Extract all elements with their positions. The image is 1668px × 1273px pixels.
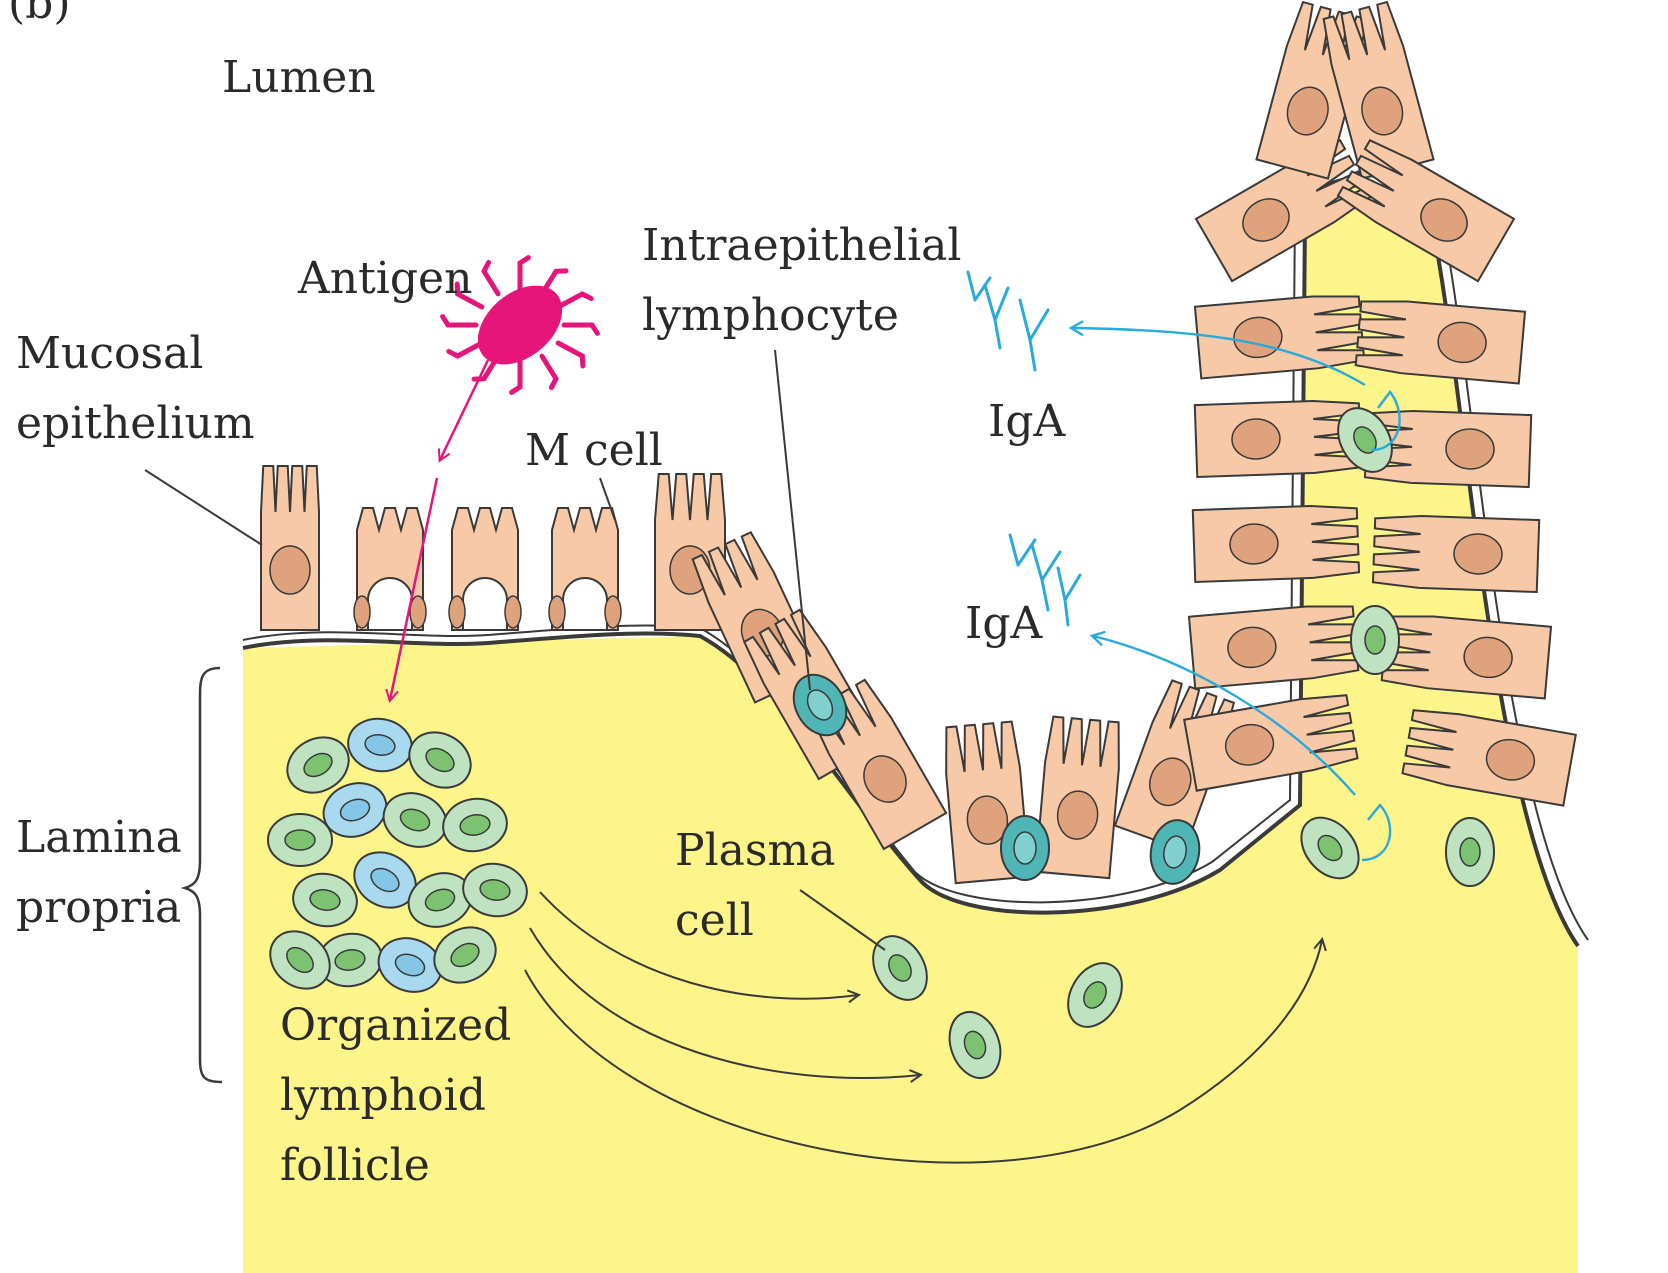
lumen-label: Lumen (222, 52, 376, 103)
intraepithelial-label-line1: Intraepithelial (642, 220, 961, 271)
iga-antibody-icon-upper (968, 272, 1048, 370)
iga-label-upper: IgA (988, 396, 1067, 447)
mucosal-label-line2: epithelium (16, 398, 255, 449)
lamina-propria-brace (185, 668, 222, 1082)
iga-label-lower: IgA (965, 598, 1044, 649)
epithelial-cell (1381, 612, 1551, 698)
panel-label: (b) (8, 0, 71, 29)
m-cell (449, 508, 521, 630)
epithelial-cell (261, 466, 319, 630)
epithelial-cell (1355, 297, 1525, 383)
leader-mucosal-epithelium (145, 470, 262, 545)
m-cell (549, 508, 621, 630)
lamina-label-line2: propria (16, 882, 181, 933)
epithelial-cell (1189, 602, 1359, 688)
antigen-arrow-1 (440, 360, 488, 460)
intraepithelial-lymphocyte (1001, 816, 1049, 880)
plasma-cell (1446, 818, 1494, 886)
m-cell-label: M cell (525, 425, 663, 476)
lamina-label-line1: Lamina (16, 812, 182, 863)
m-cell (354, 508, 426, 630)
follicle-label-line2: lymphoid (280, 1070, 486, 1121)
epithelial-cell (1373, 514, 1539, 592)
plasma-label-line2: cell (675, 895, 754, 946)
epithelial-cell (1193, 504, 1359, 582)
plasma-label-line1: Plasma (675, 825, 835, 876)
follicle-label-line1: Organized (280, 1000, 511, 1051)
mucosal-label-line1: Mucosal (16, 328, 203, 379)
lymphocyte (268, 814, 332, 866)
intraepithelial-label-line2: lymphocyte (642, 290, 899, 341)
plasma-cell (1351, 606, 1399, 674)
epithelial-cell (1195, 399, 1361, 477)
follicle-label-line3: follicle (280, 1140, 430, 1191)
epithelial-cell (1195, 292, 1365, 378)
antigen-label: Antigen (297, 253, 472, 304)
